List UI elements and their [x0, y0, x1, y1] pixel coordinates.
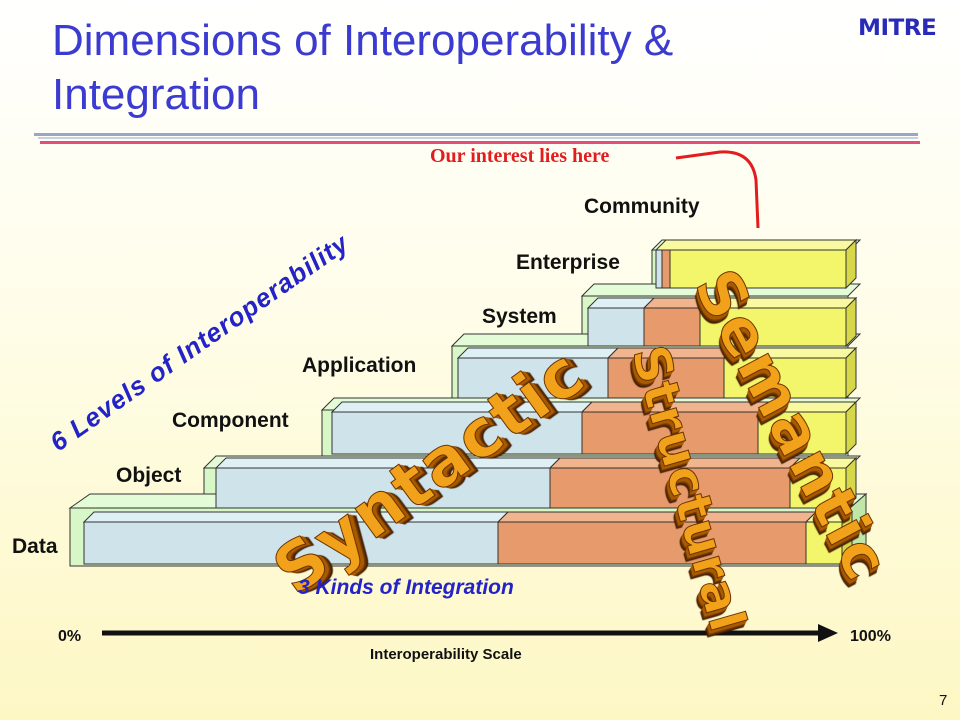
bar-object — [214, 456, 858, 510]
bar-data — [82, 510, 854, 566]
bar-component — [330, 400, 858, 456]
bar-enterprise — [654, 238, 858, 290]
level-label-component: Component — [172, 409, 289, 432]
level-label-data: Data — [12, 535, 58, 558]
level-label-enterprise: Enterprise — [516, 251, 620, 274]
integration-heading: 3 Kinds of Integration — [298, 576, 514, 599]
scale-min-label: 0% — [58, 628, 82, 645]
level-label-system: System — [482, 305, 557, 328]
title-divider-accent — [40, 141, 920, 144]
interest-callout: Our interest lies here — [430, 145, 610, 167]
scale-max-label: 100% — [850, 628, 891, 645]
level-label-application: Application — [302, 354, 417, 377]
title-divider — [34, 133, 918, 136]
mitre-logo: MITRE — [858, 16, 937, 41]
bar-application — [456, 346, 858, 400]
page-title: Dimensions of Interoperability & Integra… — [52, 16, 674, 119]
interoperability-scale-arrow — [102, 624, 838, 642]
level-label-object: Object — [116, 464, 182, 487]
level-label-community: Community — [584, 195, 700, 218]
page-number: 7 — [939, 692, 948, 709]
scale-label: Interoperability Scale — [370, 646, 522, 663]
title-divider-light — [38, 137, 918, 139]
bar-system — [586, 296, 858, 348]
callout-connector — [675, 150, 760, 229]
